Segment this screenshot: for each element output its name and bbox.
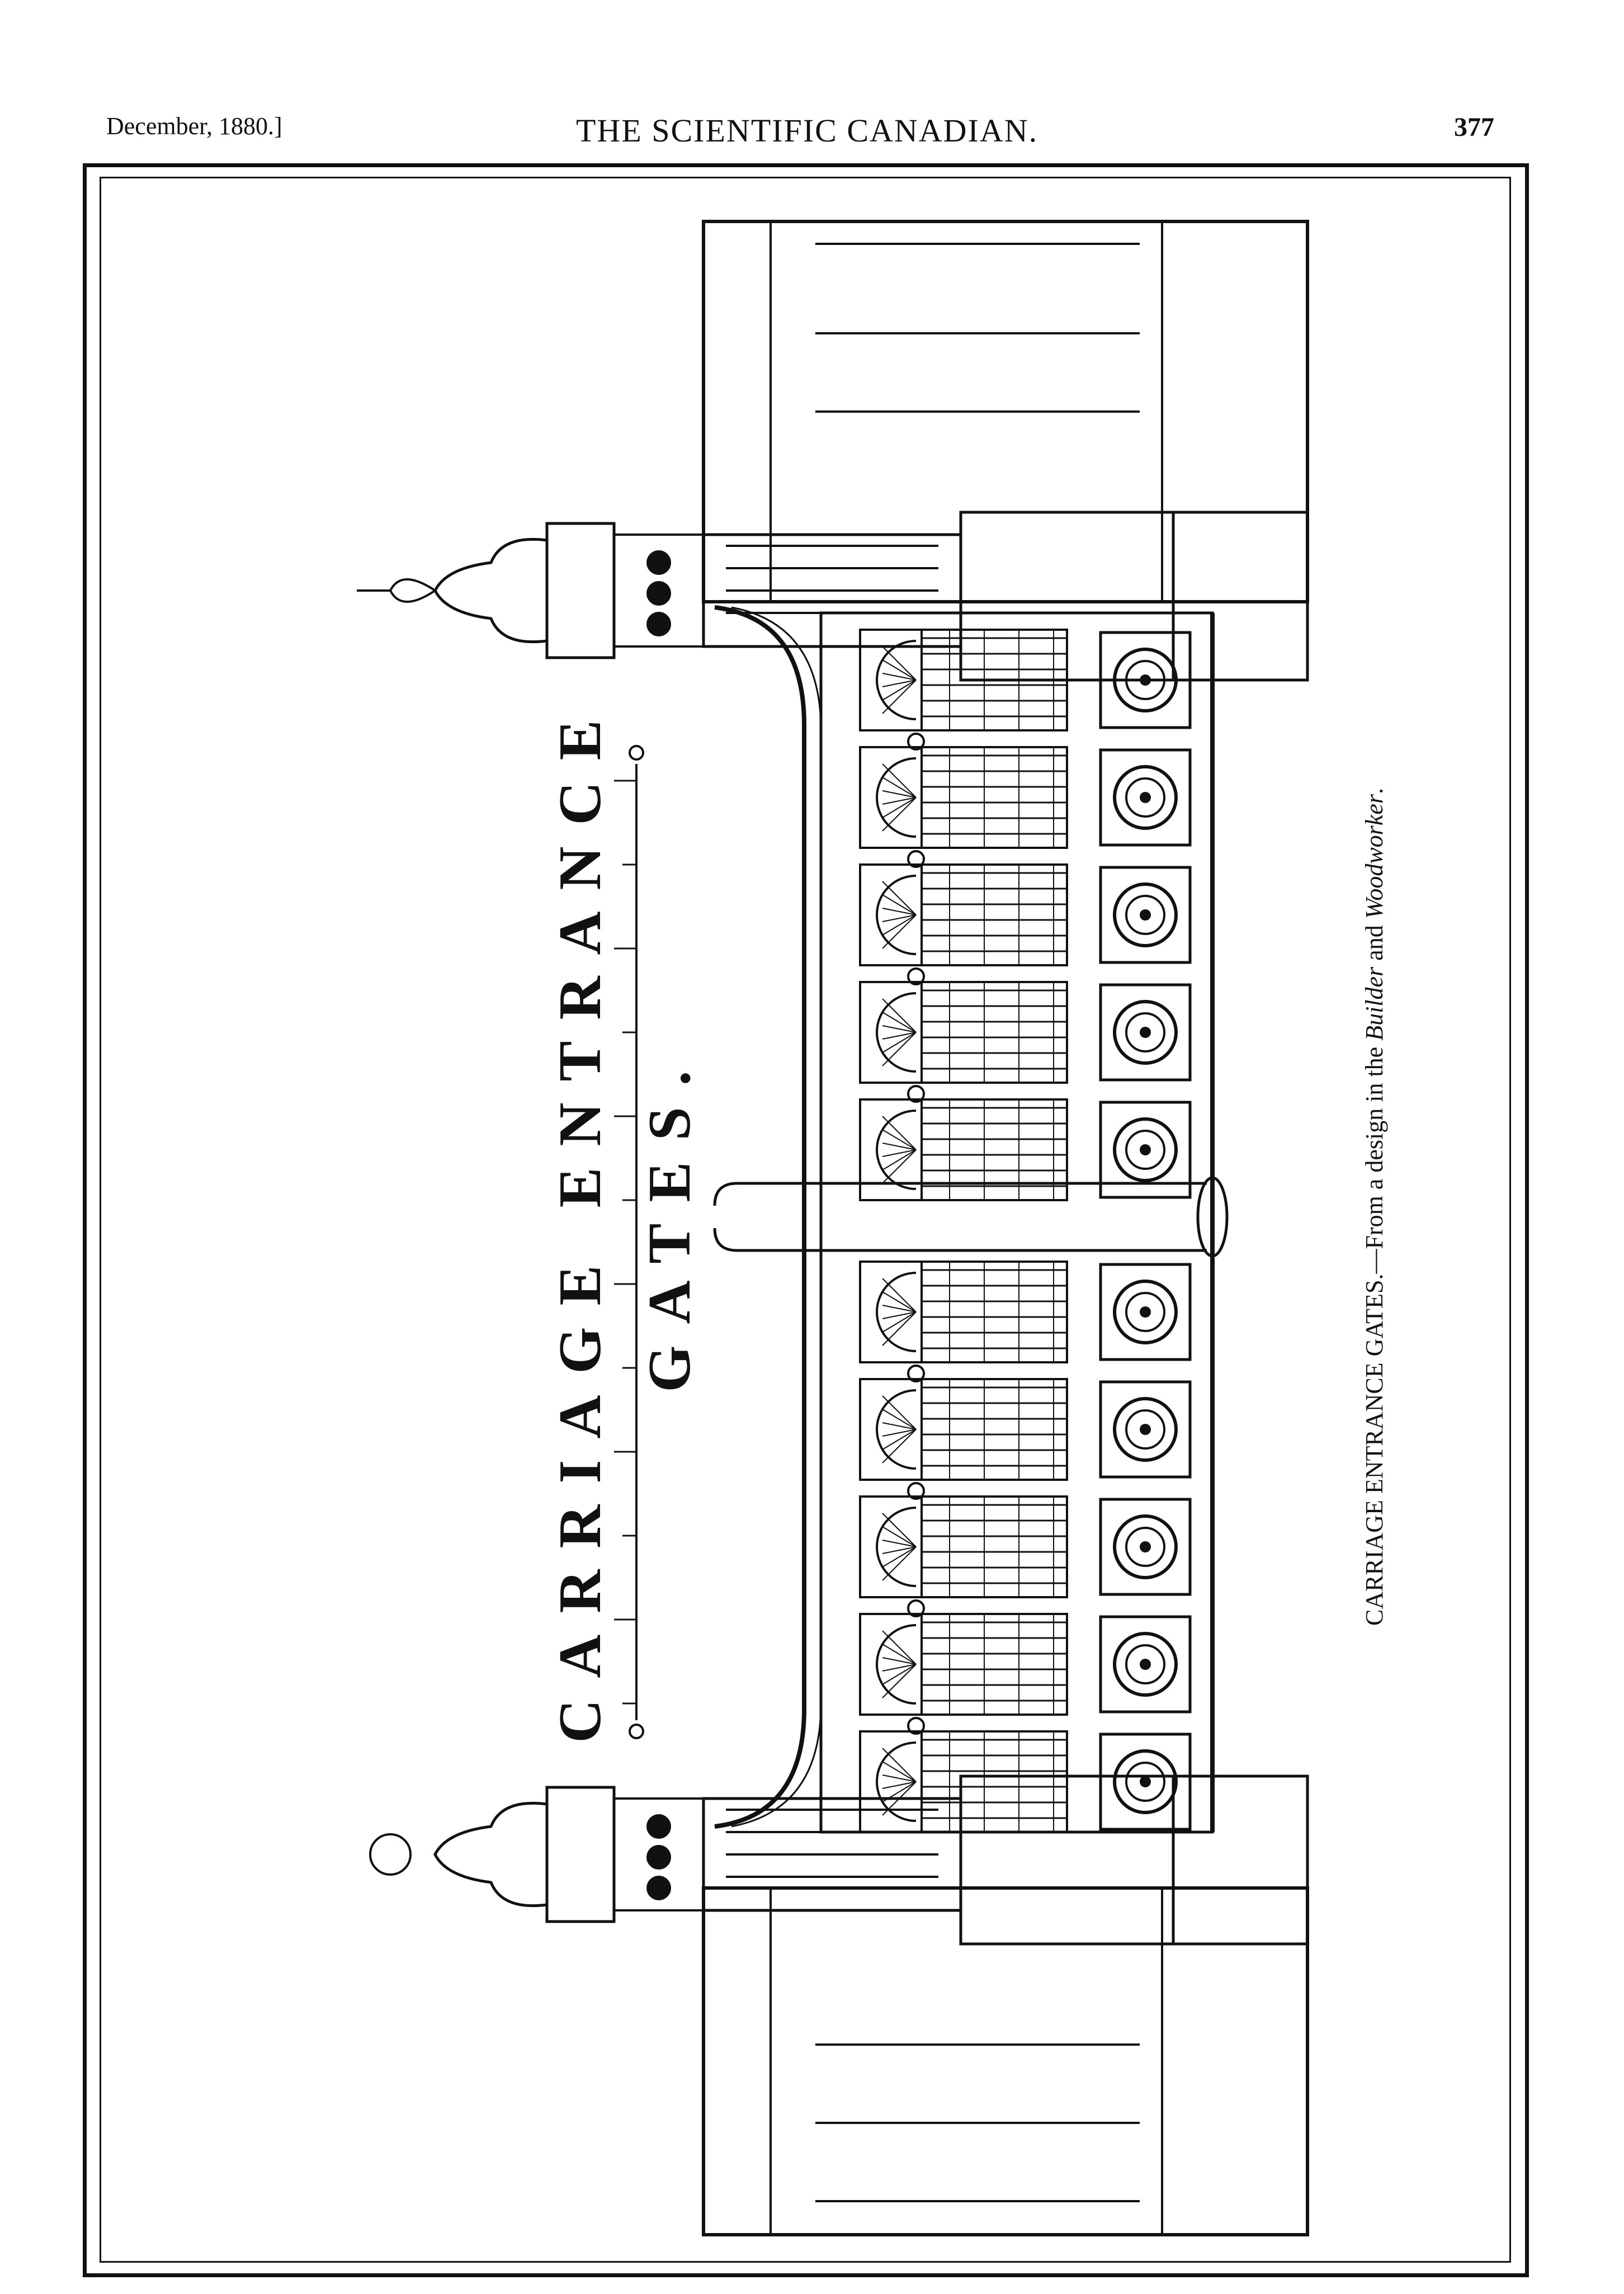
gate-panel <box>859 746 1192 868</box>
plate-outer-border <box>83 163 1529 2277</box>
running-header: December, 1880.] THE SCIENTIFIC CANADIAN… <box>0 112 1624 157</box>
publication-title: THE SCIENTIFIC CANADIAN. <box>576 112 1038 149</box>
caption-end: . <box>1361 788 1388 795</box>
gate-arch <box>714 605 806 1829</box>
gate-panel <box>859 1730 1192 1833</box>
plate-title: CARRIAGE ENTRANCE GATES. <box>547 698 703 1743</box>
caption-join: and <box>1361 919 1388 967</box>
gate-panel <box>859 1261 1192 1382</box>
page-number: 377 <box>1454 112 1494 142</box>
plate-inner-border <box>100 177 1511 2263</box>
lower-wall <box>702 1886 1309 2236</box>
issue-date: December, 1880.] <box>106 112 282 140</box>
gate-panel <box>859 863 1192 985</box>
caption-source-builder: Builder <box>1361 966 1388 1041</box>
plate-caption: CARRIAGE ENTRANCE GATES.—From a design i… <box>1355 676 1394 1738</box>
upper-wall <box>702 220 1309 603</box>
gate-panel <box>859 1378 1192 1500</box>
gate-panel <box>859 1098 1192 1201</box>
gate-panel <box>859 629 1192 750</box>
caption-source-woodworker: Woodworker <box>1361 794 1388 919</box>
gate-engraving <box>100 177 1511 2263</box>
gate-illustration <box>357 220 1309 2236</box>
gate-panel <box>859 981 1192 1103</box>
scale-bar <box>614 745 644 1739</box>
gate-panel <box>859 1495 1192 1617</box>
gate-panel <box>859 1613 1192 1735</box>
caption-lead: CARRIAGE ENTRANCE GATES.—From a design i… <box>1361 1040 1388 1626</box>
